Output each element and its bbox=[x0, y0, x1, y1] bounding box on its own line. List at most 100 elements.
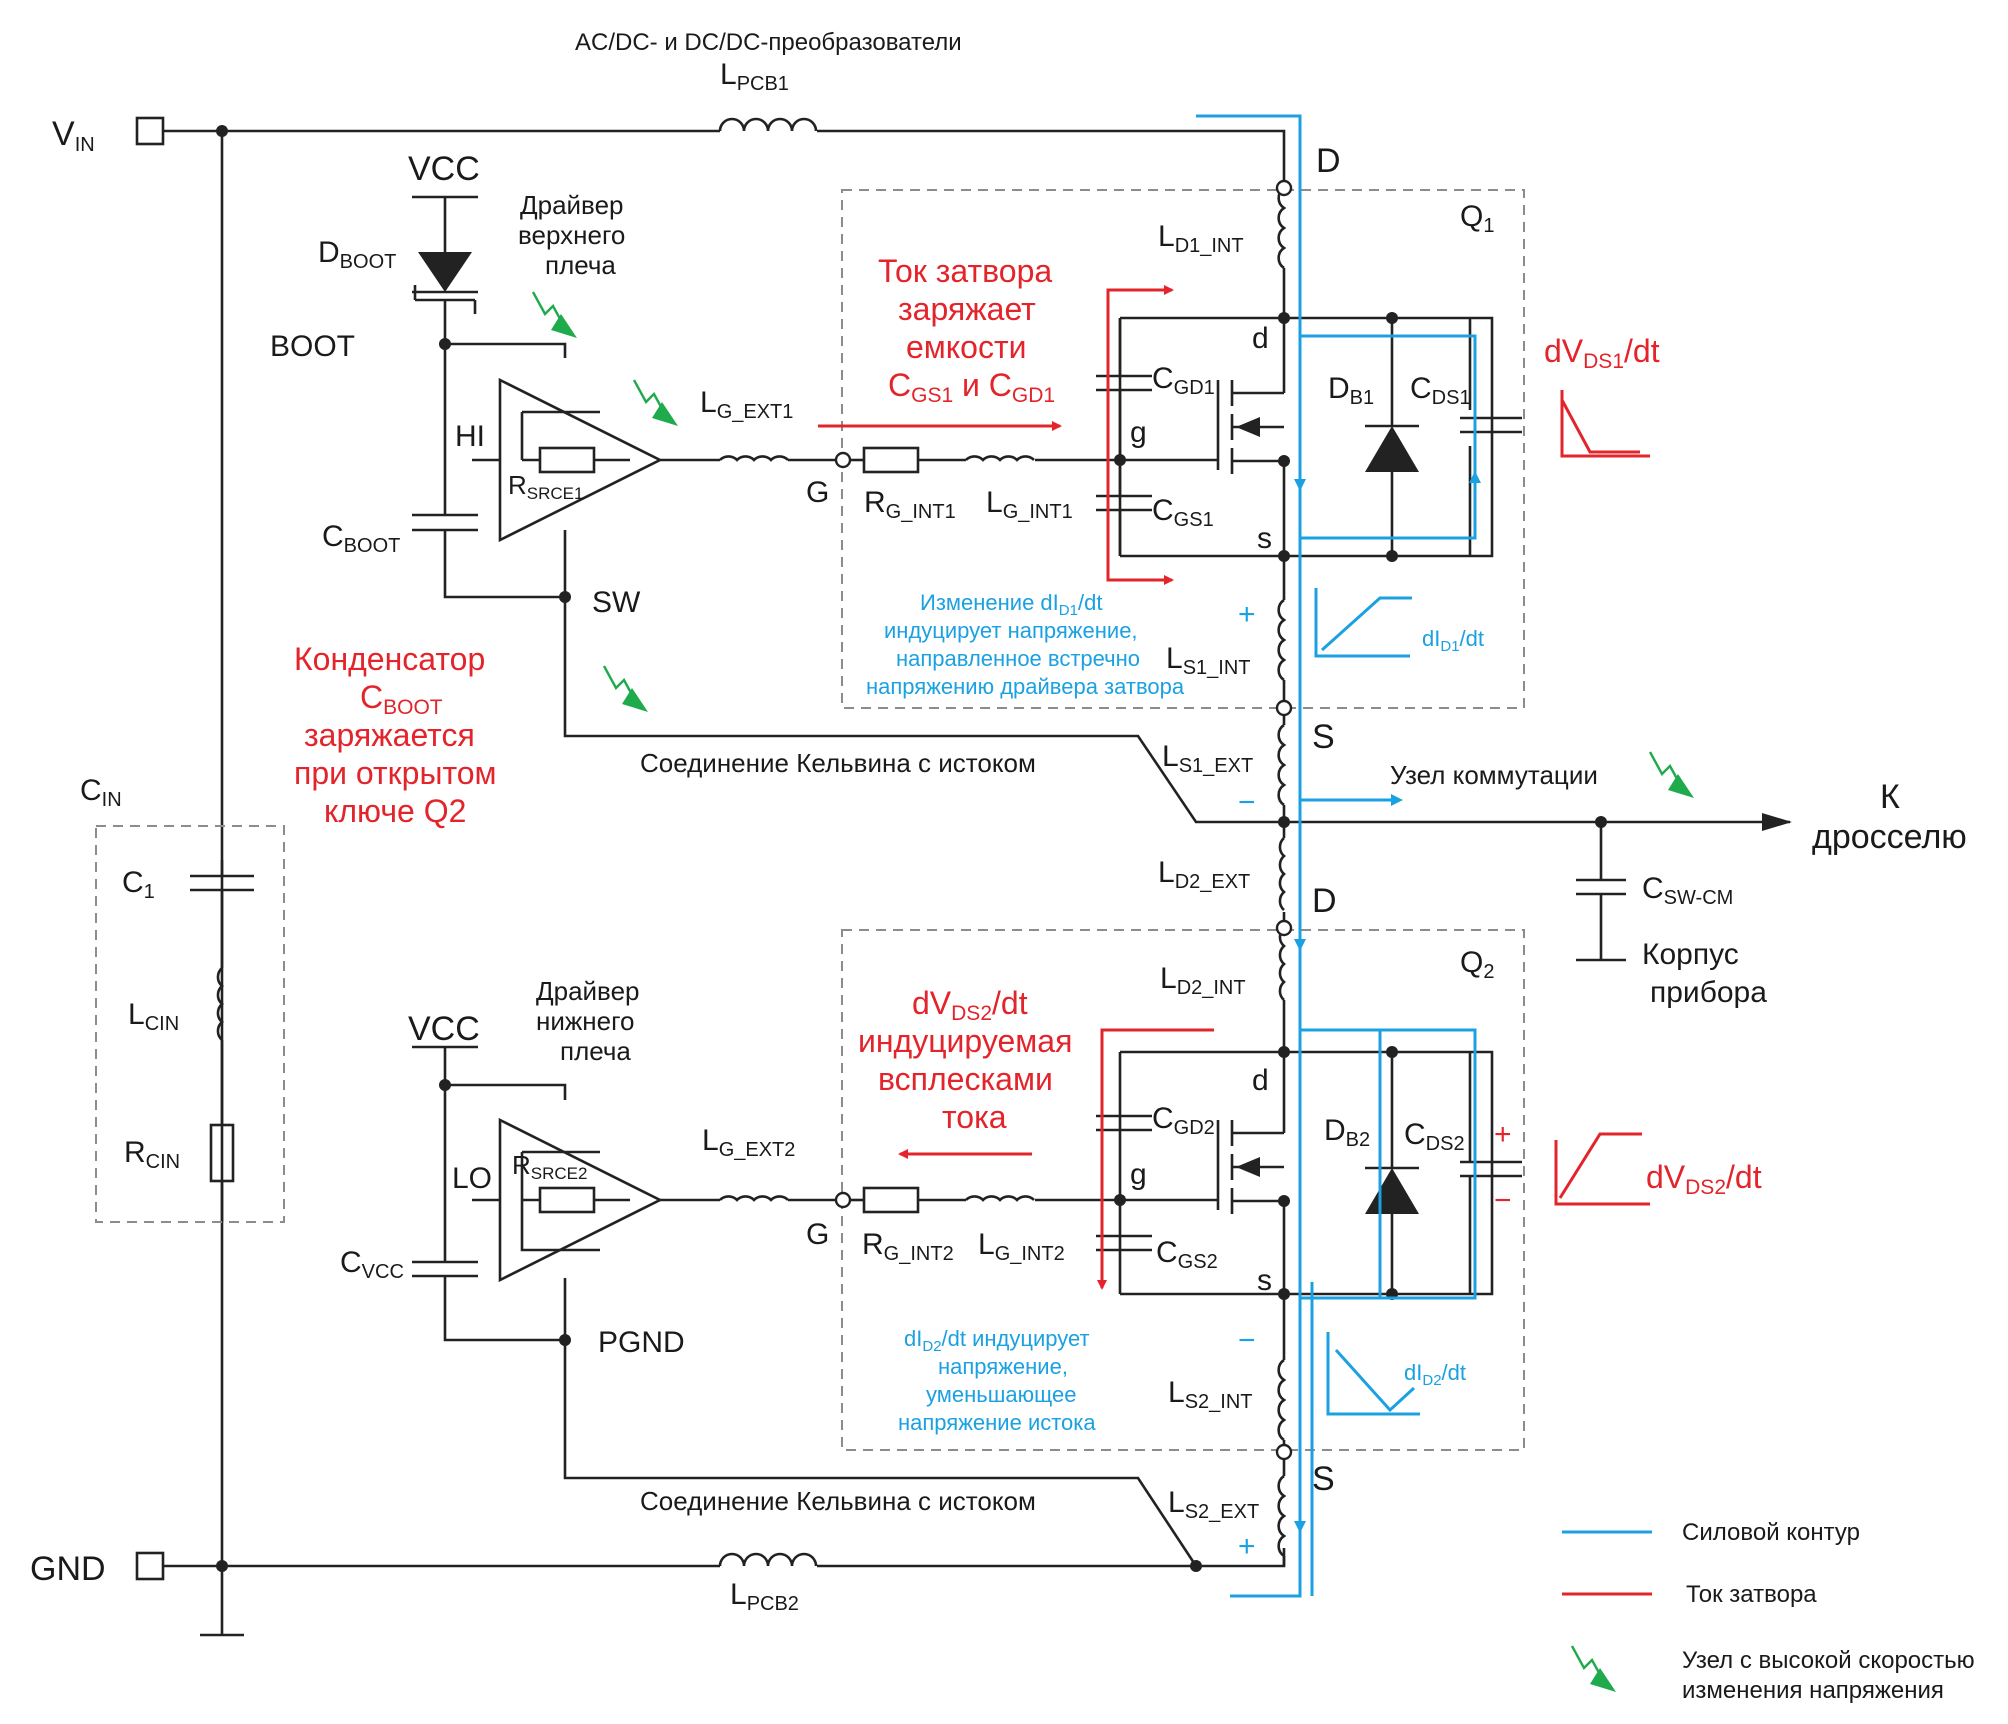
svg-text:емкости: емкости bbox=[906, 329, 1026, 365]
vcc-top-label: VCC bbox=[408, 150, 480, 188]
rgint2-label: RG_INT2 bbox=[862, 1228, 954, 1265]
svg-text:напряжение,: напряжение, bbox=[938, 1354, 1068, 1379]
ls-driver-label-1: Драйвер bbox=[536, 976, 640, 1006]
rsrce2-label: RSRCE2 bbox=[512, 1150, 587, 1183]
power-loop-paths bbox=[1196, 114, 1481, 1598]
svg-text:Ток затвора: Ток затвора bbox=[878, 253, 1052, 289]
fast-node-icon bbox=[632, 378, 680, 428]
cds2-plus: + bbox=[1494, 1118, 1512, 1151]
ld2int-label: LD2_INT bbox=[1160, 962, 1246, 999]
cboot-charge-note: Конденсатор CBOOT заряжается при открыто… bbox=[294, 641, 497, 829]
ls1ext-label: LS1_EXT bbox=[1162, 740, 1253, 777]
svg-text:при открытом: при открытом bbox=[294, 755, 497, 791]
s-small-2-label: s bbox=[1257, 1264, 1272, 1297]
c1-label: C1 bbox=[122, 866, 155, 903]
d-small-2-label: d bbox=[1252, 1064, 1269, 1097]
to-inductor-line-1: К bbox=[1880, 778, 1900, 816]
svg-text:индуцирует напряжение,: индуцирует напряжение, bbox=[884, 618, 1138, 643]
svg-text:CBOOT: CBOOT bbox=[360, 679, 443, 719]
cds1-label: CDS1 bbox=[1410, 372, 1471, 409]
db1-label: DB1 bbox=[1328, 372, 1374, 409]
dvds2-note: dVDS2/dt индуцируемая всплесками тока bbox=[858, 985, 1072, 1135]
ls2int-minus: − bbox=[1238, 1324, 1256, 1357]
ls-driver-label-3: плеча bbox=[560, 1036, 631, 1066]
svg-text:Изменение dID1/dt: Изменение dID1/dt bbox=[920, 590, 1102, 619]
lgext2-label: LG_EXT2 bbox=[702, 1124, 795, 1161]
did1-label: dID1/dt bbox=[1422, 626, 1484, 655]
cds2-label: CDS2 bbox=[1404, 1118, 1465, 1155]
did1-waveform-icon bbox=[1314, 588, 1412, 658]
cds2-minus: − bbox=[1494, 1184, 1512, 1217]
svg-text:уменьшающее: уменьшающее bbox=[926, 1382, 1076, 1407]
lpcb2-label: LPCB2 bbox=[730, 1578, 799, 1615]
dvds2-waveform-icon bbox=[1554, 1132, 1650, 1206]
g-small-1-label: g bbox=[1130, 416, 1147, 449]
legend-fast-node-label-2: изменения напряжения bbox=[1682, 1677, 1944, 1704]
db2-label: DB2 bbox=[1324, 1114, 1370, 1151]
hs-driver-label-2: верхнего bbox=[518, 220, 625, 250]
ls1ext-minus: − bbox=[1238, 786, 1256, 819]
ls2ext-plus: + bbox=[1238, 1530, 1256, 1563]
cin-label: CIN bbox=[80, 774, 122, 811]
lo-label: LO bbox=[452, 1162, 492, 1195]
dvds2-label: dVDS2/dt bbox=[1646, 1159, 1762, 1199]
lcin-label: LCIN bbox=[128, 998, 179, 1035]
svg-text:заряжается: заряжается bbox=[304, 717, 475, 753]
fast-node-icon bbox=[602, 664, 650, 714]
cvcc-label: CVCC bbox=[340, 1246, 404, 1283]
hs-driver-label-1: Драйвер bbox=[520, 190, 624, 220]
fast-node-icon bbox=[1648, 750, 1696, 800]
svg-text:напряжение истока: напряжение истока bbox=[898, 1410, 1096, 1435]
svg-text:ключе Q2: ключе Q2 bbox=[324, 793, 466, 829]
ls1int-plus: + bbox=[1238, 598, 1256, 631]
svg-text:заряжает: заряжает bbox=[898, 291, 1036, 327]
ld1int-label: LD1_INT bbox=[1158, 220, 1244, 257]
s-small-1-label: s bbox=[1257, 522, 1272, 555]
kelvin-top-label: Соединение Кельвина с истоком bbox=[640, 748, 1036, 778]
lgext1-label: LG_EXT1 bbox=[700, 386, 793, 423]
vcc-bot-label: VCC bbox=[408, 1010, 480, 1048]
diagram-title: AC/DC- и DC/DC-преобразователи bbox=[575, 29, 962, 56]
gnd-label: GND bbox=[30, 1550, 106, 1588]
dvds1-label: dVDS1/dt bbox=[1544, 333, 1660, 373]
ls2ext-label: LS2_EXT bbox=[1168, 1486, 1259, 1523]
svg-text:индуцируемая: индуцируемая bbox=[858, 1023, 1072, 1059]
gate-charge-note: Ток затвора заряжает емкости CGS1 и CGD1 bbox=[878, 253, 1055, 407]
g-bot-label: G bbox=[806, 1218, 829, 1251]
q1-package-boundary bbox=[841, 189, 1525, 709]
cgd1-label: CGD1 bbox=[1152, 362, 1215, 399]
ls2int-label: LS2_INT bbox=[1168, 1376, 1253, 1413]
cboot-label: CBOOT bbox=[322, 520, 400, 557]
svg-text:тока: тока bbox=[942, 1099, 1007, 1135]
legend-power-loop-label: Силовой контур bbox=[1682, 1519, 1860, 1546]
did1-note: Изменение dID1/dt индуцирует напряжение,… bbox=[866, 590, 1185, 699]
pgnd-label: PGND bbox=[598, 1326, 685, 1359]
gate-current-paths bbox=[818, 285, 1214, 1290]
body-line-1: Корпус bbox=[1642, 938, 1739, 971]
sw-label: SW bbox=[592, 586, 641, 619]
d-mid-label: D bbox=[1312, 882, 1337, 920]
rcin-label: RCIN bbox=[124, 1136, 180, 1173]
lpcb1-label: LPCB1 bbox=[720, 58, 789, 95]
dboot-label: DBOOT bbox=[318, 236, 396, 273]
junction-dots bbox=[216, 125, 1607, 1572]
d-small-1-label: d bbox=[1252, 322, 1269, 355]
legend-fast-node-label-1: Узел с высокой скоростью bbox=[1682, 1647, 1975, 1674]
svg-text:Конденсатор: Конденсатор bbox=[294, 641, 485, 677]
wiring bbox=[135, 116, 1792, 1637]
ld2ext-label: LD2_EXT bbox=[1158, 856, 1250, 893]
dvds1-waveform-icon bbox=[1560, 390, 1650, 458]
cgd2-label: CGD2 bbox=[1152, 1102, 1215, 1139]
ls-driver-label-2: нижнего bbox=[536, 1006, 634, 1036]
d-top-label: D bbox=[1316, 142, 1341, 180]
did2-waveform-icon bbox=[1326, 1332, 1420, 1416]
svg-text:напряжению драйвера затвора: напряжению драйвера затвора bbox=[866, 674, 1185, 699]
cgs1-label: CGS1 bbox=[1152, 494, 1214, 531]
csw-cm-label: CSW-CM bbox=[1642, 872, 1733, 909]
svg-text:CGS1 и CGD1: CGS1 и CGD1 bbox=[888, 367, 1055, 407]
g-small-2-label: g bbox=[1130, 1158, 1147, 1191]
s-mid-label: S bbox=[1312, 718, 1335, 756]
did2-label: dID2/dt bbox=[1404, 1360, 1466, 1389]
ls1int-label: LS1_INT bbox=[1166, 642, 1251, 679]
boot-label: BOOT bbox=[270, 330, 355, 363]
